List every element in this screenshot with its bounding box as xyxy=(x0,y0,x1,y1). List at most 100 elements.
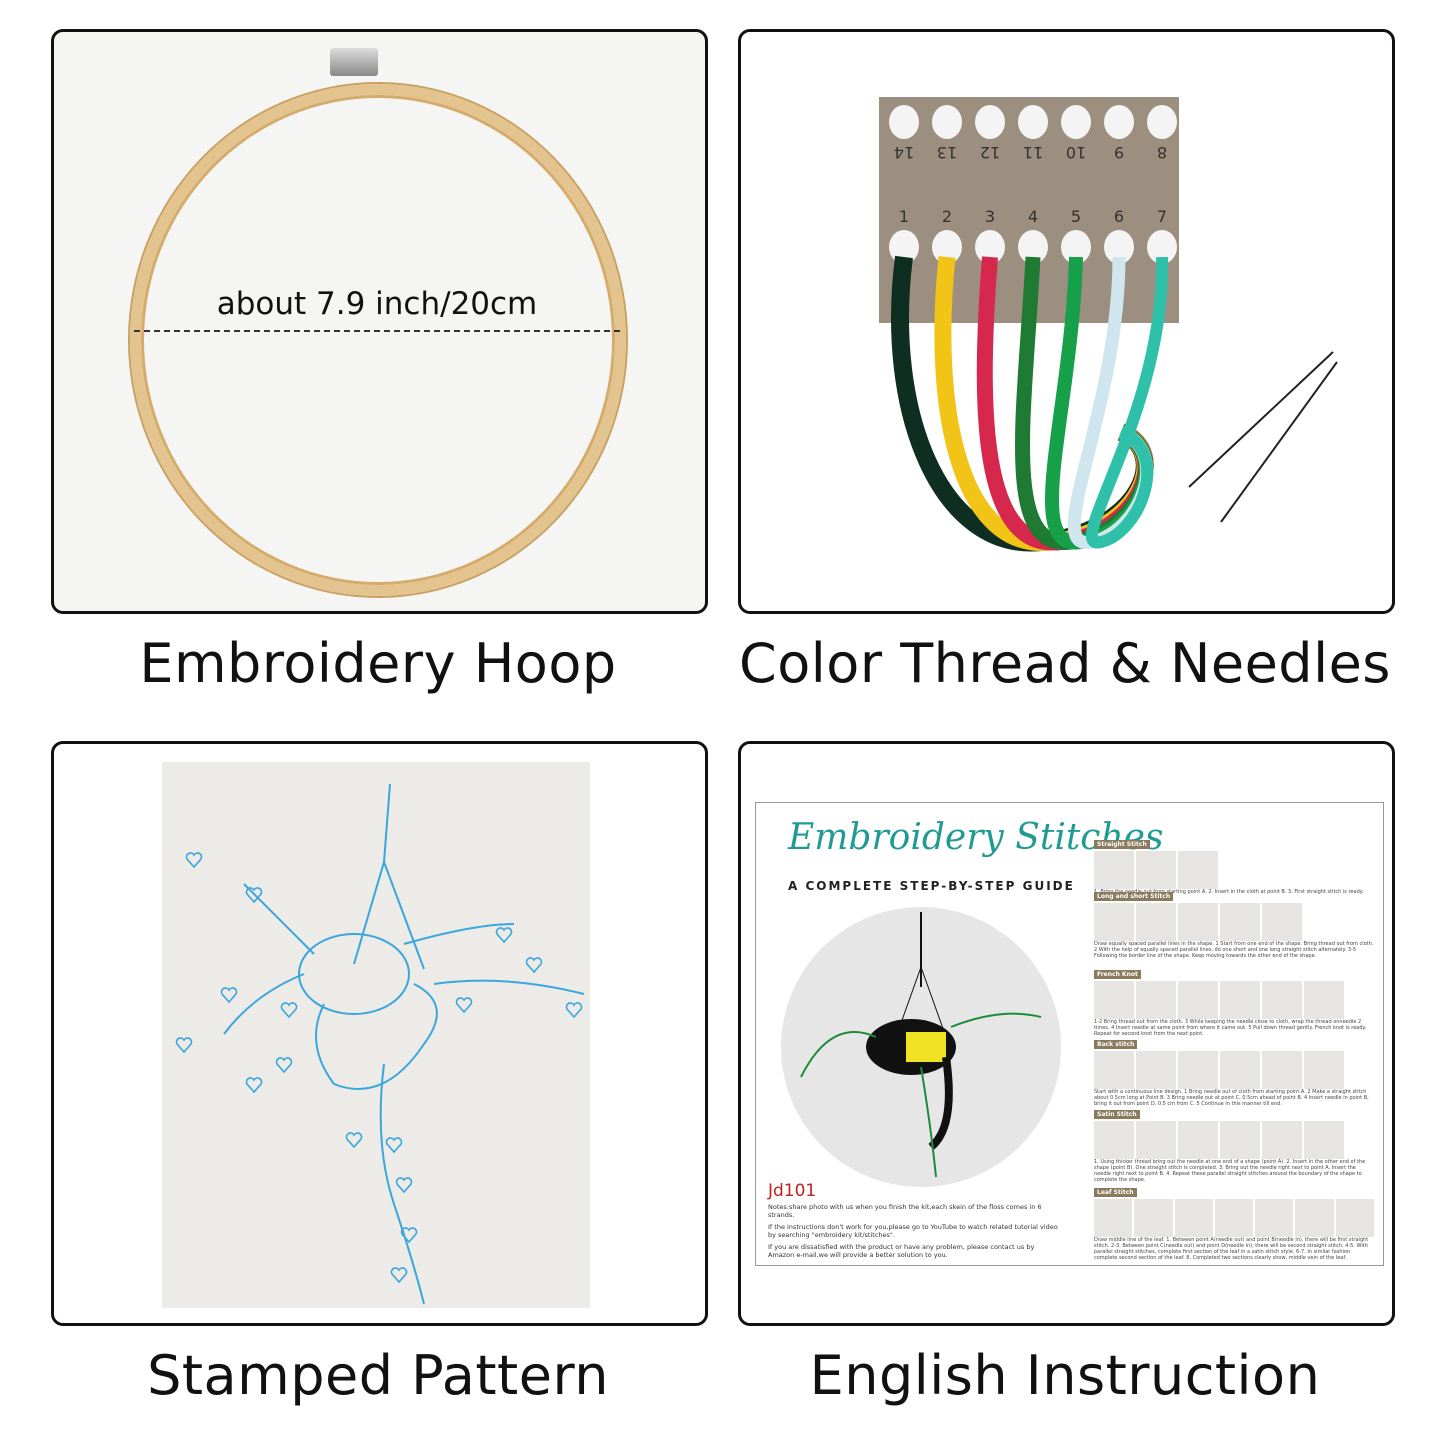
stitch-step-photo xyxy=(1136,903,1176,941)
pattern-diagram xyxy=(781,907,1061,1187)
stitch-step-photo xyxy=(1255,1199,1294,1237)
heart-leaf xyxy=(245,1077,263,1094)
bobbin-number: 4 xyxy=(1028,207,1038,226)
stitch-step-photo xyxy=(1220,1121,1260,1159)
stitch-step-photo xyxy=(1136,981,1176,1019)
stitch-step-photo xyxy=(1136,851,1176,889)
caption-embroidery-hoop: Embroidery Hoop xyxy=(139,632,617,695)
stitch-step-photo xyxy=(1094,1121,1134,1159)
bobbin-number: 14 xyxy=(894,143,914,162)
stitch-title: Leaf Stitch xyxy=(1094,1188,1137,1197)
stitch-text: Draw middle line of the leaf. 1. Between… xyxy=(1094,1237,1369,1261)
needle xyxy=(1220,361,1338,523)
heart-leaf xyxy=(280,1002,298,1019)
heart-leaf xyxy=(345,1132,363,1149)
heart-leaf xyxy=(185,852,203,869)
stitch-step-photo xyxy=(1335,1199,1374,1237)
stitch-step-photo xyxy=(1295,1199,1334,1237)
stitch-title: Long and short Stitch xyxy=(1094,892,1174,901)
heart-leaf xyxy=(385,1137,403,1154)
heart-leaf xyxy=(565,1002,583,1019)
stitch-step-photo xyxy=(1094,903,1134,941)
bobbin-number: 3 xyxy=(985,207,995,226)
heart-leaf xyxy=(175,1037,193,1054)
stitch-section: French Knot 1-2 Bring thread out from the… xyxy=(1094,961,1374,1037)
bobbin-number: 13 xyxy=(937,143,957,162)
stitch-step-photo xyxy=(1094,851,1134,889)
bobbin-hole xyxy=(889,230,919,264)
stitch-text: Start with a continuous line design. 1 B… xyxy=(1094,1089,1369,1107)
heart-leaf xyxy=(400,1227,418,1244)
bobbin-hole xyxy=(1018,105,1048,139)
heart-leaf xyxy=(525,957,543,974)
sheet-note: Notes:share photo with us when you finis… xyxy=(768,1203,1042,1219)
bobbin-number: 2 xyxy=(942,207,952,226)
stitch-title: Satin Stitch xyxy=(1094,1110,1140,1119)
dimension-label: about 7.9 inch/20cm xyxy=(216,286,538,322)
stitch-step-photo xyxy=(1262,1051,1302,1089)
bobbin-number: 7 xyxy=(1157,207,1167,226)
bobbin-hole xyxy=(889,105,919,139)
stitch-step-photo xyxy=(1220,903,1260,941)
bobbin-number: 8 xyxy=(1157,143,1167,162)
bobbin-number: 5 xyxy=(1071,207,1081,226)
black-cat-plant-illustration xyxy=(800,912,1042,1178)
bobbin-hole xyxy=(1061,105,1091,139)
embroidery-hoop-image xyxy=(130,84,626,596)
bobbin-hole xyxy=(975,230,1005,264)
stitch-step-photo xyxy=(1136,1051,1176,1089)
stitch-text: 1. Bring the needle out from starting po… xyxy=(1094,889,1364,895)
stitch-text: 1. Using thicker thread bring out the ne… xyxy=(1094,1159,1366,1183)
bobbin-hole xyxy=(1147,230,1177,264)
stitch-step-photo xyxy=(1178,981,1218,1019)
instruction-panel: Embroidery Stitches A COMPLETE STEP-BY-S… xyxy=(738,741,1395,1326)
bobbin-hole xyxy=(932,105,962,139)
stitch-step-photo xyxy=(1174,1199,1213,1237)
bobbin-hole xyxy=(932,230,962,264)
stitch-step-photo xyxy=(1220,1051,1260,1089)
stitch-title: Straight Stitch xyxy=(1094,840,1150,849)
stitch-step-photo xyxy=(1304,981,1344,1019)
embroidery-thread xyxy=(1085,256,1169,549)
heart-leaf xyxy=(390,1267,408,1284)
product-code: Jd101 xyxy=(768,1181,817,1201)
heart-leaf xyxy=(395,1177,413,1194)
stitch-step-photo xyxy=(1262,1121,1302,1159)
sheet-note: If the instructions don't work for you,p… xyxy=(768,1223,1058,1239)
stitch-step-photo xyxy=(1136,1121,1176,1159)
bobbin-hole xyxy=(1018,230,1048,264)
stitch-step-photo xyxy=(1262,903,1302,941)
heart-leaf xyxy=(275,1057,293,1074)
bobbin-number: 12 xyxy=(980,143,1000,162)
bobbin-number: 10 xyxy=(1066,143,1086,162)
heart-leaf xyxy=(455,997,473,1014)
stitch-step-photo xyxy=(1134,1199,1173,1237)
caption-english-instruction: English Instruction xyxy=(809,1344,1321,1407)
stitch-step-photo xyxy=(1220,981,1260,1019)
stitch-step-photo xyxy=(1178,1121,1218,1159)
stitch-step-photo xyxy=(1094,1051,1134,1089)
sheet-subtitle: A COMPLETE STEP-BY-STEP GUIDE xyxy=(788,879,1075,893)
embroidery-hoop-panel: about 7.9 inch/20cm xyxy=(51,29,708,614)
stamped-pattern-panel xyxy=(51,741,708,1326)
stitch-title: French Knot xyxy=(1094,970,1141,979)
bobbin-hole xyxy=(1104,230,1134,264)
bobbin-number: 1 xyxy=(899,207,909,226)
stitch-title: Back stitch xyxy=(1094,1040,1138,1049)
stitch-section: Straight Stitch 1. Bring the needle out f… xyxy=(1094,831,1374,895)
hoop-screw xyxy=(330,48,378,76)
stitch-text: 1-2 Bring thread out from the cloth. 3 W… xyxy=(1094,1019,1367,1037)
stitch-section: Satin Stitch 1. Using thicker thread brin… xyxy=(1094,1101,1374,1183)
bobbin-number: 6 xyxy=(1114,207,1124,226)
heart-leaf xyxy=(220,987,238,1004)
heart-leaf xyxy=(495,927,513,944)
stitch-step-photo xyxy=(1304,1121,1344,1159)
fabric xyxy=(162,762,590,1308)
instruction-sheet: Embroidery Stitches A COMPLETE STEP-BY-S… xyxy=(755,802,1384,1266)
needle xyxy=(1188,351,1334,488)
bobbin-hole xyxy=(1147,105,1177,139)
